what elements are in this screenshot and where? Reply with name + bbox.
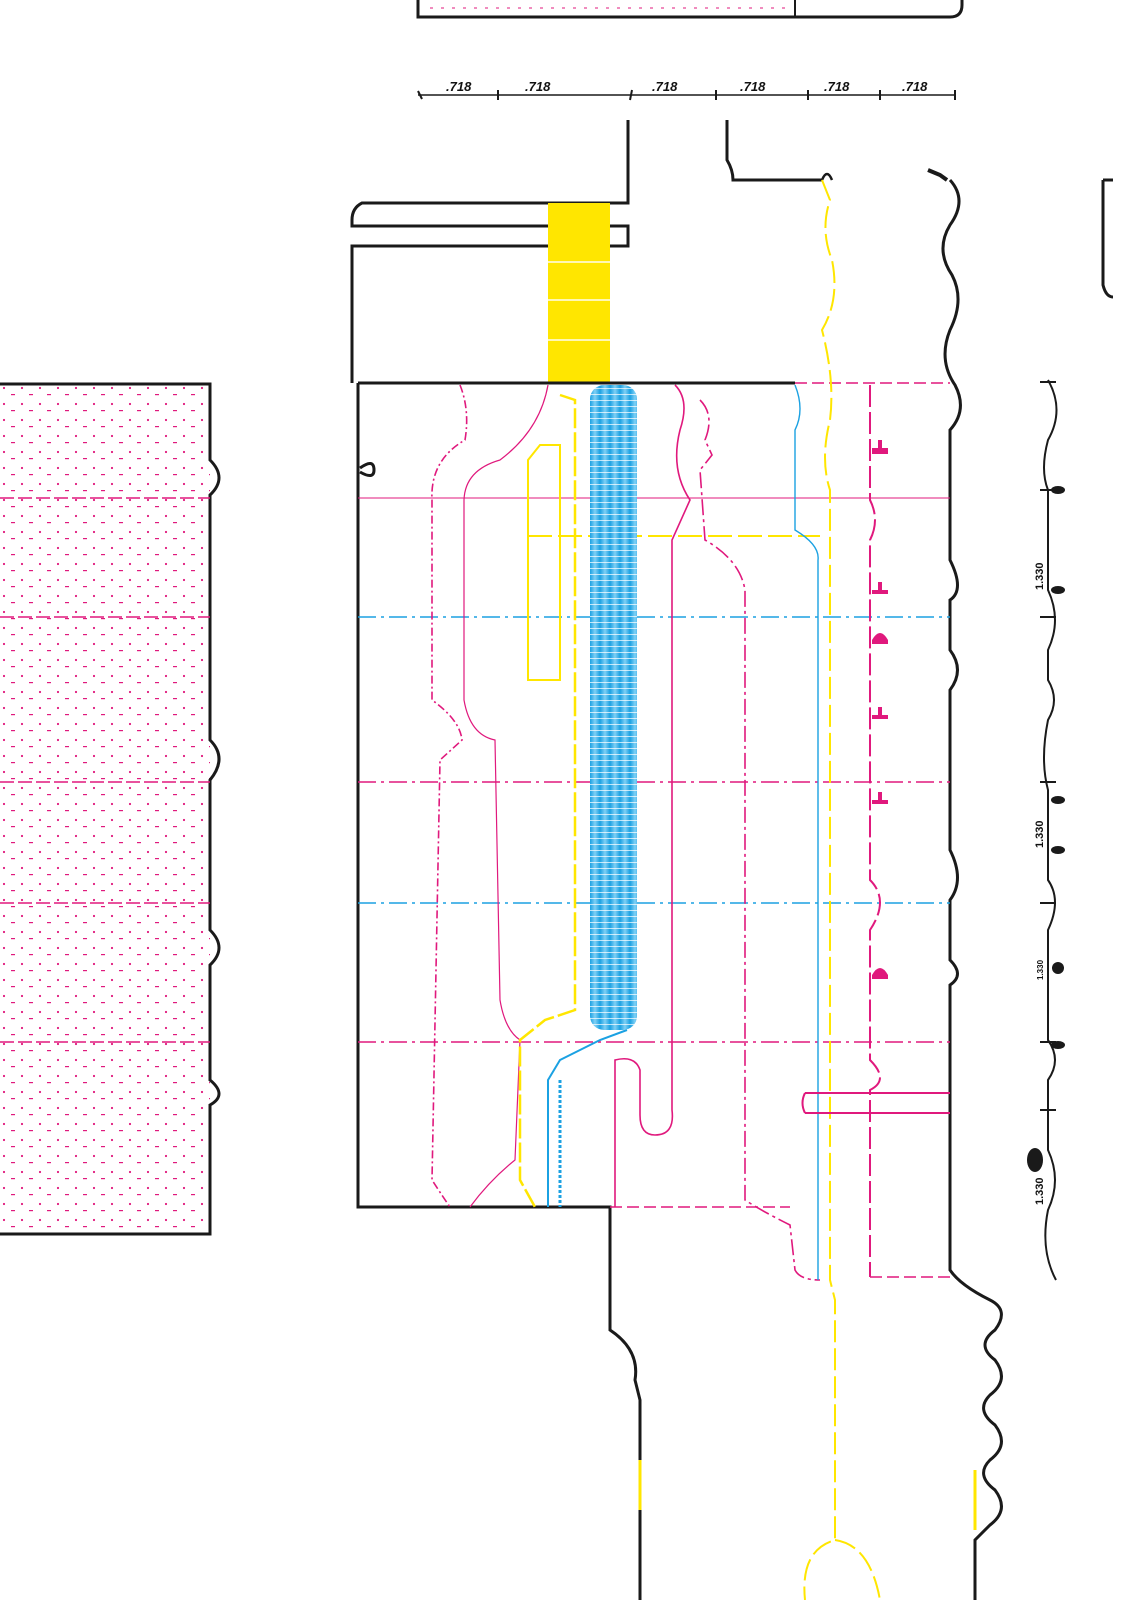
channels xyxy=(431,179,977,1600)
scale-label: 1.330 xyxy=(1036,959,1045,980)
blue-tube xyxy=(590,385,637,1030)
upper-blocks xyxy=(350,120,1114,383)
dimension-label: .718 xyxy=(525,79,551,94)
main-body-outline xyxy=(356,178,1003,1600)
dimension-label: .718 xyxy=(446,79,472,94)
scale-label: 1.330 xyxy=(1034,562,1046,590)
left-panel xyxy=(0,382,221,1236)
scale-label: 1.330 xyxy=(1034,1177,1046,1205)
dimension-label: .718 xyxy=(902,79,928,94)
dimension-label: .718 xyxy=(824,79,850,94)
right-scale: 1.330 1.330 1.330 1.330 xyxy=(1027,379,1065,1281)
horizontal-guides xyxy=(358,382,950,1278)
dimension-label: .718 xyxy=(740,79,766,94)
scale-label: 1.330 xyxy=(1034,820,1046,848)
dimension-label: .718 xyxy=(652,79,678,94)
top-dimension-line: .718 .718 .718 .718 .718 .718 xyxy=(417,79,956,101)
magenta-markers xyxy=(872,440,888,979)
top-partial-panel xyxy=(416,0,964,19)
yellow-column xyxy=(548,203,610,383)
